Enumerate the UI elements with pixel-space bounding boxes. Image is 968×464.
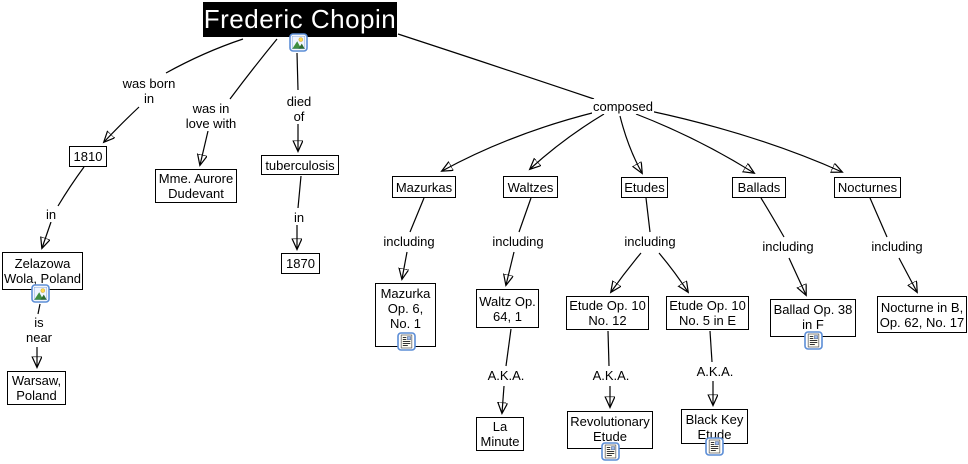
document-icon[interactable] — [397, 332, 416, 351]
edge-ballads-including — [760, 197, 785, 238]
link-died-of[interactable]: died of — [283, 94, 315, 124]
concept-tuberculosis[interactable]: tuberculosis — [261, 155, 339, 175]
edge-composed-waltzes — [530, 113, 605, 169]
edge-tuberculosis-in — [297, 175, 302, 209]
edge-waltz64-aka — [505, 328, 512, 367]
document-icon[interactable] — [804, 331, 823, 350]
edge-composed-nocturnes — [649, 110, 842, 172]
edge-in-birthplace — [42, 221, 52, 248]
concept-ballads[interactable]: Ballads — [732, 177, 786, 198]
edge-composed-ballads — [635, 113, 754, 173]
document-icon[interactable] — [705, 437, 724, 456]
edge-etude5-aka — [709, 330, 713, 363]
concept-zelazowa-wola[interactable]: Zelazowa Wola, Poland — [2, 252, 83, 290]
concept-waltzes[interactable]: Waltzes — [503, 176, 558, 198]
edge-composed-etudes — [619, 115, 642, 173]
concept-1870[interactable]: 1870 — [281, 253, 320, 274]
edge-including-waltz-op64 — [506, 251, 515, 285]
edge-including-nocturne17 — [898, 257, 917, 292]
edge-etude12-aka — [607, 330, 610, 367]
link-aka-waltz[interactable]: A.K.A. — [485, 368, 527, 383]
concept-ballad-op38-in-f[interactable]: Ballad Op. 38 in F — [770, 299, 856, 337]
link-aka-etude12[interactable]: A.K.A. — [590, 368, 632, 383]
edge-including-etude12 — [611, 252, 642, 292]
link-is-near[interactable]: is near — [23, 315, 55, 345]
concept-black-key-etude[interactable]: Black Key Etude — [681, 409, 748, 444]
edge-1810-in — [57, 166, 85, 207]
edge-chopin-wasborn — [165, 38, 244, 74]
edge-nocturnes-including — [869, 197, 888, 238]
document-icon[interactable] — [601, 442, 620, 461]
concept-warsaw-poland[interactable]: Warsaw, Poland — [7, 371, 66, 405]
edge-birthplace-isnear — [37, 303, 41, 315]
edge-mazurkas-including — [409, 197, 425, 233]
edge-wasborn-1810 — [104, 106, 140, 142]
link-aka-etude5[interactable]: A.K.A. — [694, 364, 736, 379]
link-in-birth[interactable]: in — [42, 207, 60, 222]
concept-mme-aurore-dudevant[interactable]: Mme. Aurore Dudevant — [155, 169, 237, 203]
picture-icon[interactable] — [289, 33, 308, 52]
link-including-waltzes[interactable]: including — [490, 234, 546, 249]
link-in-death[interactable]: in — [290, 210, 308, 225]
edge-waltzes-including — [518, 197, 532, 233]
concept-1810[interactable]: 1810 — [69, 146, 107, 167]
concept-frederic-chopin[interactable]: Frederic Chopin — [203, 2, 397, 37]
link-including-ballads[interactable]: including — [760, 239, 816, 254]
concept-etude-op10-no5[interactable]: Etude Op. 10 No. 5 in E — [666, 296, 749, 330]
picture-icon[interactable] — [31, 284, 50, 303]
edge-including-etude5 — [658, 252, 688, 292]
edge-including-mazurka-op6 — [402, 251, 407, 279]
link-including-etudes[interactable]: including — [622, 234, 678, 249]
edge-aka-laminute — [502, 385, 504, 413]
concept-etude-op10-no12[interactable]: Etude Op. 10 No. 12 — [566, 296, 649, 330]
link-was-in-love-with[interactable]: was in love with — [180, 101, 242, 131]
concept-nocturne-op62-no17[interactable]: Nocturne in B, Op. 62, No. 17 — [877, 296, 967, 333]
concept-mazurkas[interactable]: Mazurkas — [392, 176, 456, 198]
concept-waltz-op64-1[interactable]: Waltz Op. 64, 1 — [476, 289, 539, 328]
edge-waslove-aurore — [200, 130, 209, 165]
edge-including-ballad38 — [788, 257, 806, 295]
concept-la-minute[interactable]: La Minute — [476, 417, 524, 451]
concept-etudes[interactable]: Etudes — [621, 177, 668, 198]
concept-nocturnes[interactable]: Nocturnes — [834, 177, 901, 198]
edge-chopin-waslove — [229, 38, 278, 100]
edge-chopin-composed — [397, 33, 595, 100]
edge-composed-mazurkas — [442, 111, 597, 171]
edge-chopin-diedof — [296, 52, 299, 91]
concept-revolutionary-etude[interactable]: Revolutionary Etude — [567, 411, 653, 449]
link-composed[interactable]: composed — [592, 99, 654, 114]
link-including-nocturnes[interactable]: including — [869, 239, 925, 254]
edge-etudes-including — [645, 197, 651, 233]
link-was-born-in[interactable]: was born in — [118, 76, 180, 106]
link-including-mazurkas[interactable]: including — [381, 234, 437, 249]
